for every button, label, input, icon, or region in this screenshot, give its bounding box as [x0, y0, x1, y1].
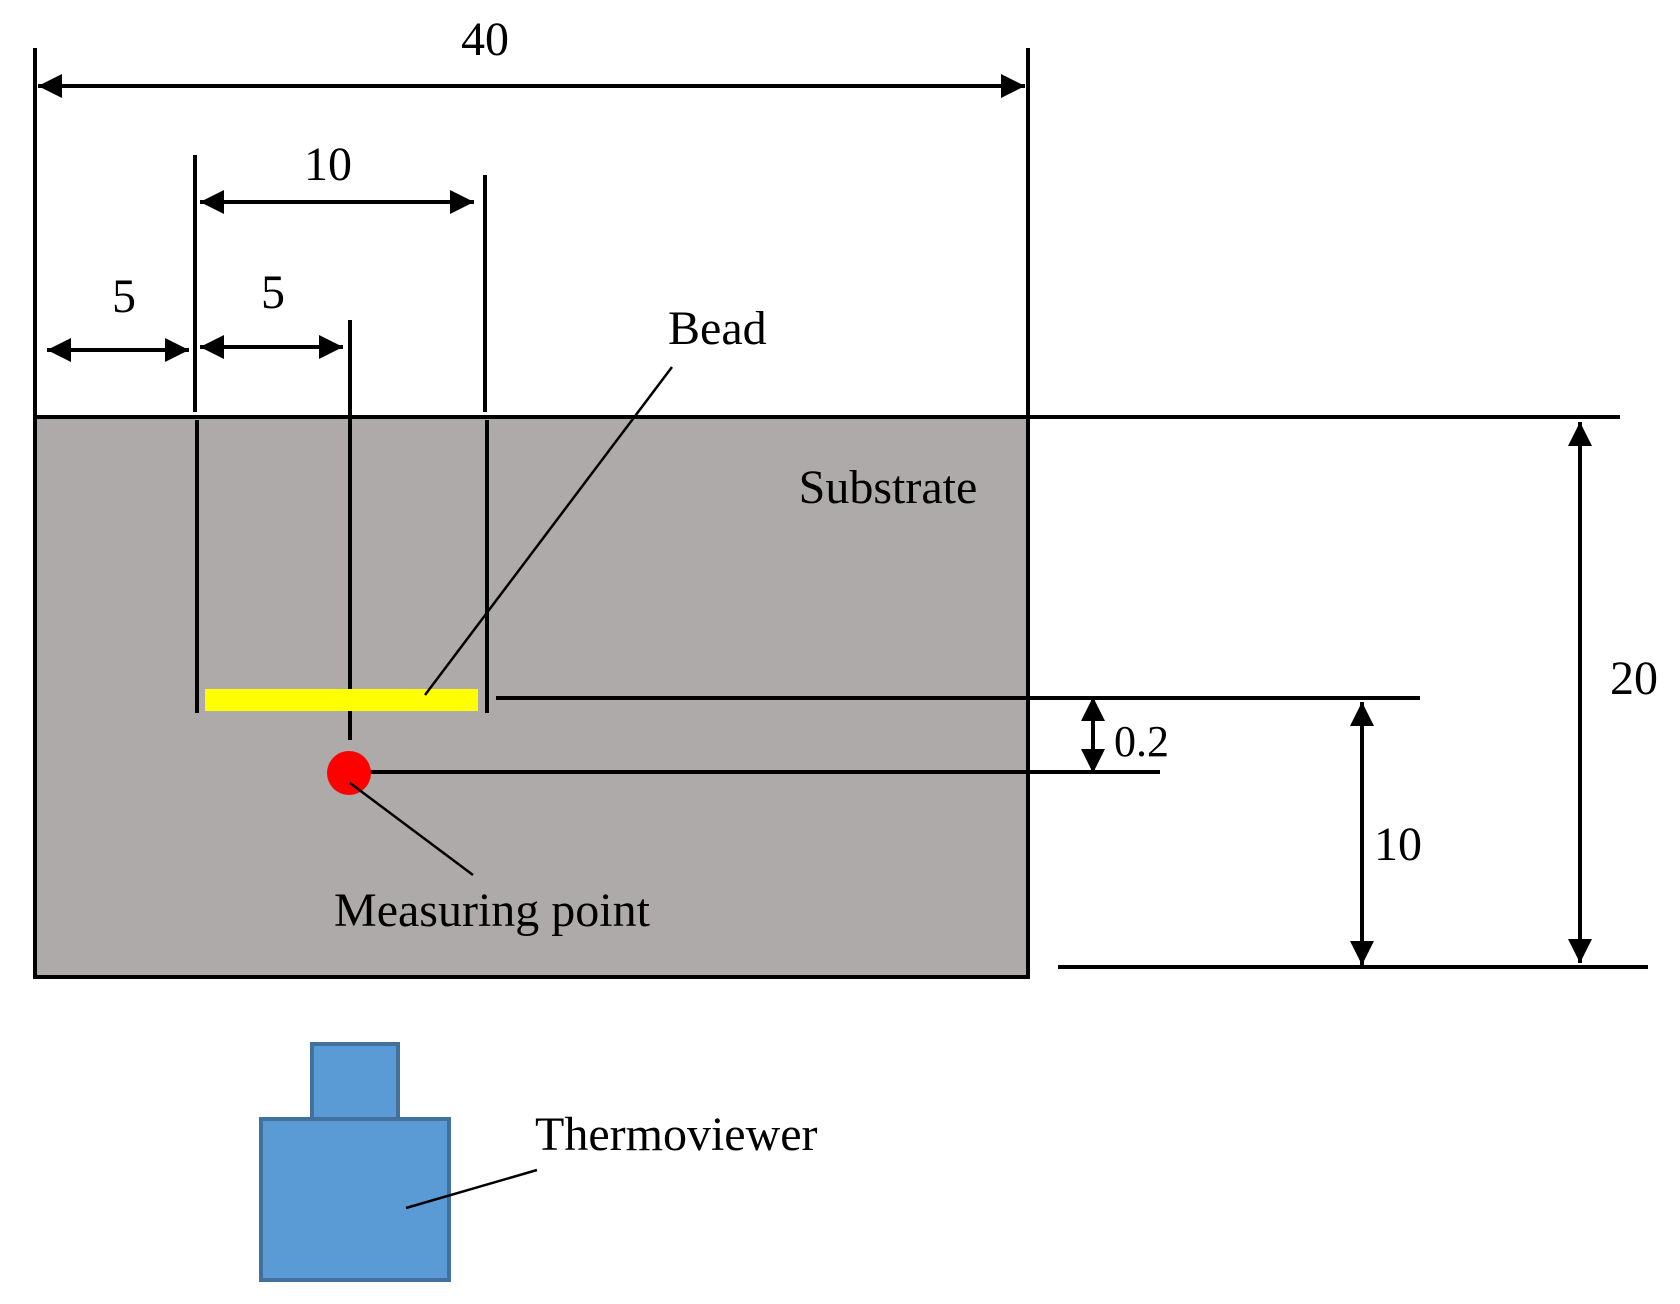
substrate-label: Substrate — [799, 461, 978, 514]
measuring-point-leader-line — [349, 781, 474, 877]
bead — [205, 689, 478, 711]
dimension-label-measuring-offset: 5 — [261, 266, 285, 319]
bead-label: Bead — [668, 302, 767, 355]
thermoviewer — [259, 1042, 451, 1282]
bead-leader-line — [424, 366, 673, 696]
dimension-label-total-width: 40 — [461, 13, 509, 66]
thermoviewer-lens — [310, 1042, 400, 1123]
thermoviewer-label: Thermoviewer — [535, 1108, 818, 1161]
thermoviewer-body — [259, 1117, 451, 1282]
measuring-point-label: Measuring point — [334, 884, 651, 937]
thermoviewer-leader-line — [405, 1168, 538, 1210]
dimension-label-bead-height: 10 — [1374, 818, 1422, 871]
measuring-point — [327, 751, 371, 795]
dimension-label-bead-offset: 5 — [112, 270, 136, 323]
dimension-label-substrate-height: 20 — [1610, 652, 1658, 705]
dimension-label-measuring-depth: 0.2 — [1114, 717, 1169, 766]
dimension-label-bead-length: 10 — [304, 138, 352, 191]
